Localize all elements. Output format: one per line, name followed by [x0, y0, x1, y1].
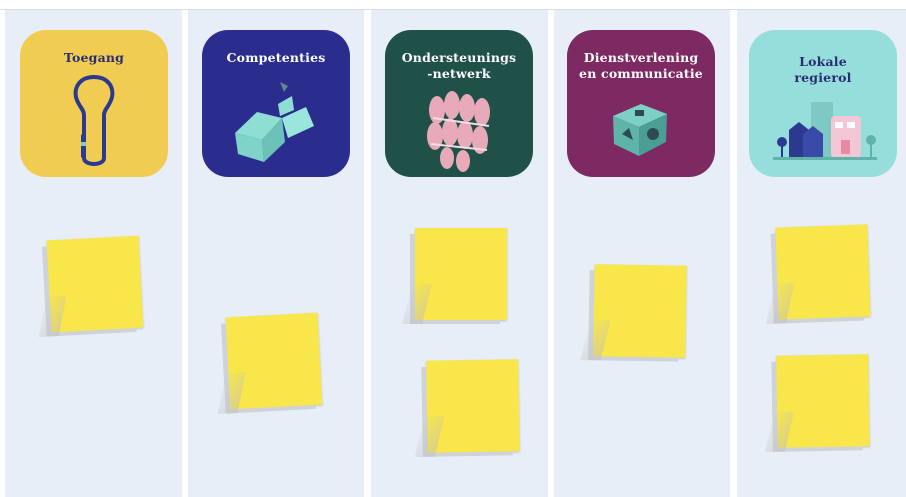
retro-board: Toegang Competenties Onderste — [0, 10, 906, 497]
category-card-lokale-regierol[interactable]: Lokale regierol — [749, 30, 897, 177]
toolbox-icon — [235, 82, 314, 162]
sticky-note[interactable] — [426, 359, 520, 453]
card-title: Ondersteunings -netwerk — [401, 50, 517, 81]
top-border — [0, 0, 906, 10]
shape-cube-icon — [613, 104, 667, 156]
category-card-toegang[interactable]: Toegang — [20, 30, 168, 177]
keyhole-carabiner-icon — [73, 74, 115, 166]
category-card-ondersteuningsnetwerk[interactable]: Ondersteunings -netwerk — [385, 30, 533, 177]
column-competenties: Competenties — [188, 10, 364, 497]
sticky-note[interactable] — [776, 354, 870, 448]
column-dienstverlening: Dienstverlening en communicatie — [554, 10, 730, 497]
card-title: Dienstverlening en communicatie — [579, 50, 703, 81]
sticky-note[interactable] — [415, 228, 507, 320]
column-lokale-regierol: Lokale regierol — [737, 10, 906, 497]
sticky-note[interactable] — [775, 224, 871, 320]
category-card-dienstverlening[interactable]: Dienstverlening en communicatie — [567, 30, 715, 177]
sticky-note[interactable] — [225, 312, 323, 410]
category-card-competenties[interactable]: Competenties — [202, 30, 350, 177]
connected-people-icon — [427, 91, 490, 172]
column-ondersteuningsnetwerk: Ondersteunings -netwerk — [371, 10, 548, 497]
column-toegang: Toegang — [5, 10, 182, 497]
sticky-note[interactable] — [46, 235, 144, 333]
sticky-note[interactable] — [593, 264, 687, 358]
card-title: Toegang — [63, 50, 125, 65]
town-buildings-icon — [773, 102, 877, 160]
card-title: Lokale regierol — [794, 54, 852, 85]
card-title: Competenties — [226, 50, 326, 65]
